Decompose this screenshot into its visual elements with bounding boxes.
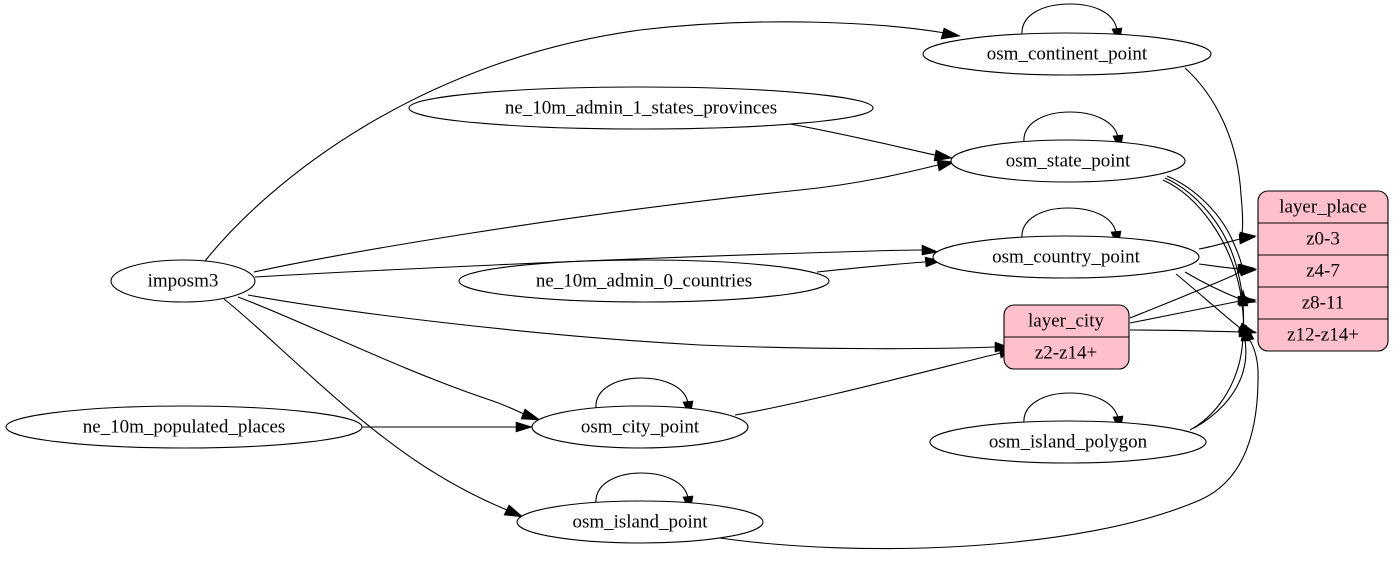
node-shape[interactable] — [950, 139, 1186, 183]
node-label: osm_state_point — [1006, 150, 1131, 171]
layer_place-body[interactable] — [1257, 190, 1389, 352]
node-imposm3[interactable]: imposm3 — [110, 259, 256, 303]
node-shape[interactable] — [408, 86, 874, 130]
edge-osm_city_point-to-layer_city — [734, 352, 1001, 416]
node-layer_place[interactable]: layer_place z0-3 z4-7 z8-11 z12-z14+ — [1257, 190, 1389, 352]
layer_place-row-z0-3[interactable]: z0-3 — [1306, 228, 1340, 249]
edge-osm_state_point-to-layer_place-z4-7 — [1166, 175, 1243, 267]
selfloop-osm_state_point — [1023, 111, 1119, 144]
layer_city-title: layer_city — [1028, 310, 1104, 331]
node-shape[interactable] — [929, 420, 1207, 464]
edge-imposm3-to-layer_city — [247, 294, 996, 350]
node-shape[interactable] — [516, 500, 764, 544]
layer_city-row-z2-z14p[interactable]: z2-z14+ — [1035, 342, 1097, 363]
arrowhead — [1238, 233, 1256, 245]
edge-layer_city-to-layer_place-z4-7 — [1129, 270, 1242, 319]
arrowhead — [1244, 323, 1255, 342]
arrowhead — [921, 244, 940, 256]
node-ne_10m_admin_0_countries[interactable]: ne_10m_admin_0_countries — [458, 259, 830, 303]
node-osm_continent_point[interactable]: osm_continent_point — [922, 32, 1212, 76]
layer_place-row-z8-11[interactable]: z8-11 — [1302, 292, 1345, 313]
node-shape[interactable] — [922, 32, 1212, 76]
edge-ne_10m_admin_0_countries-to-osm_country_point — [816, 261, 926, 273]
edge-imposm3-to-osm_country_point — [254, 249, 923, 278]
edge-osm_country_point-to-layer_place-z0-3 — [1198, 238, 1241, 250]
node-shape[interactable] — [932, 235, 1200, 279]
selfloop-osm_city_point — [595, 377, 689, 410]
edge-imposm3-to-osm_city_point — [237, 296, 525, 415]
edge-ne_10m_admin_1_states_provinces-to-osm_state_point — [789, 123, 936, 156]
layer_place-title: layer_place — [1279, 196, 1367, 217]
node-label: ne_10m_populated_places — [83, 416, 286, 437]
ellipse-node-layer: imposm3 ne_10m_admin_1_states_provinces … — [5, 32, 1212, 544]
node-label: ne_10m_admin_0_countries — [536, 270, 752, 291]
node-label: osm_city_point — [581, 416, 700, 437]
node-label: osm_country_point — [992, 246, 1140, 267]
arrowhead — [1239, 265, 1257, 277]
node-osm_island_point[interactable]: osm_island_point — [516, 500, 764, 544]
edge-layer_city-to-layer_place-z8-11 — [1129, 300, 1241, 324]
node-osm_state_point[interactable]: osm_state_point — [950, 139, 1186, 183]
arrowhead — [940, 27, 961, 40]
arrowhead — [520, 408, 541, 421]
record-node-layer: layer_place z0-3 z4-7 z8-11 z12-z14+ lay… — [1003, 190, 1389, 370]
edge-imposm3-to-osm_island_point — [223, 298, 508, 511]
node-shape[interactable] — [531, 405, 749, 449]
node-shape[interactable] — [5, 405, 363, 449]
node-ne_10m_admin_1_states_provinces[interactable]: ne_10m_admin_1_states_provinces — [408, 86, 874, 130]
node-shape[interactable] — [458, 259, 830, 303]
arrowhead — [933, 149, 953, 162]
node-ne_10m_populated_places[interactable]: ne_10m_populated_places — [5, 405, 363, 449]
edge-osm_country_point-to-layer_place-z4-7 — [1198, 263, 1241, 270]
edge-osm_island_polygon-to-layer_place-z8-11 — [1189, 303, 1245, 431]
node-label: imposm3 — [148, 270, 219, 291]
edge-layer_city-to-layer_place-z12-z14+ — [1129, 329, 1241, 333]
selfloop-osm_continent_point — [1021, 3, 1118, 37]
selfloop-osm_country_point — [1021, 207, 1117, 240]
arrowhead — [1238, 288, 1249, 307]
node-osm_city_point[interactable]: osm_city_point — [531, 405, 749, 449]
selfloop-osm_island_polygon — [1023, 392, 1119, 425]
node-label: osm_island_point — [572, 511, 708, 532]
layer_place-row-z12-z14p[interactable]: z12-z14+ — [1287, 324, 1359, 345]
arrowhead — [936, 159, 955, 172]
node-layer_city[interactable]: layer_city z2-z14+ — [1003, 304, 1130, 370]
edge-imposm3-to-osm_state_point — [253, 164, 939, 273]
arrowhead — [503, 504, 524, 518]
edge-osm_island_polygon-to-layer_place-z12-z14+ — [1193, 339, 1247, 429]
edge-osm_country_point-to-layer_place-z12-z14+ — [1175, 273, 1241, 329]
edge-osm_continent_point-to-layer_place-z0-3 — [1184, 67, 1244, 235]
edge-osm_country_point-to-layer_place-z8-11 — [1184, 271, 1241, 300]
node-osm_island_polygon[interactable]: osm_island_polygon — [929, 420, 1207, 464]
edge-imposm3-to-osm_continent_point — [204, 21, 946, 262]
edge-osm_island_point-to-layer_place-z12-z14+ — [719, 338, 1259, 550]
node-osm_country_point[interactable]: osm_country_point — [932, 235, 1200, 279]
arrowhead — [515, 421, 534, 433]
node-label: osm_continent_point — [987, 43, 1148, 64]
selfloop-osm_island_point — [595, 472, 689, 505]
edge-osm_state_point-to-layer_place-z8-11 — [1164, 177, 1243, 299]
node-label: osm_island_polygon — [989, 431, 1148, 452]
node-label: ne_10m_admin_1_states_provinces — [505, 97, 777, 118]
node-shape[interactable] — [110, 259, 256, 303]
layer_place-row-z4-7[interactable]: z4-7 — [1306, 260, 1340, 281]
